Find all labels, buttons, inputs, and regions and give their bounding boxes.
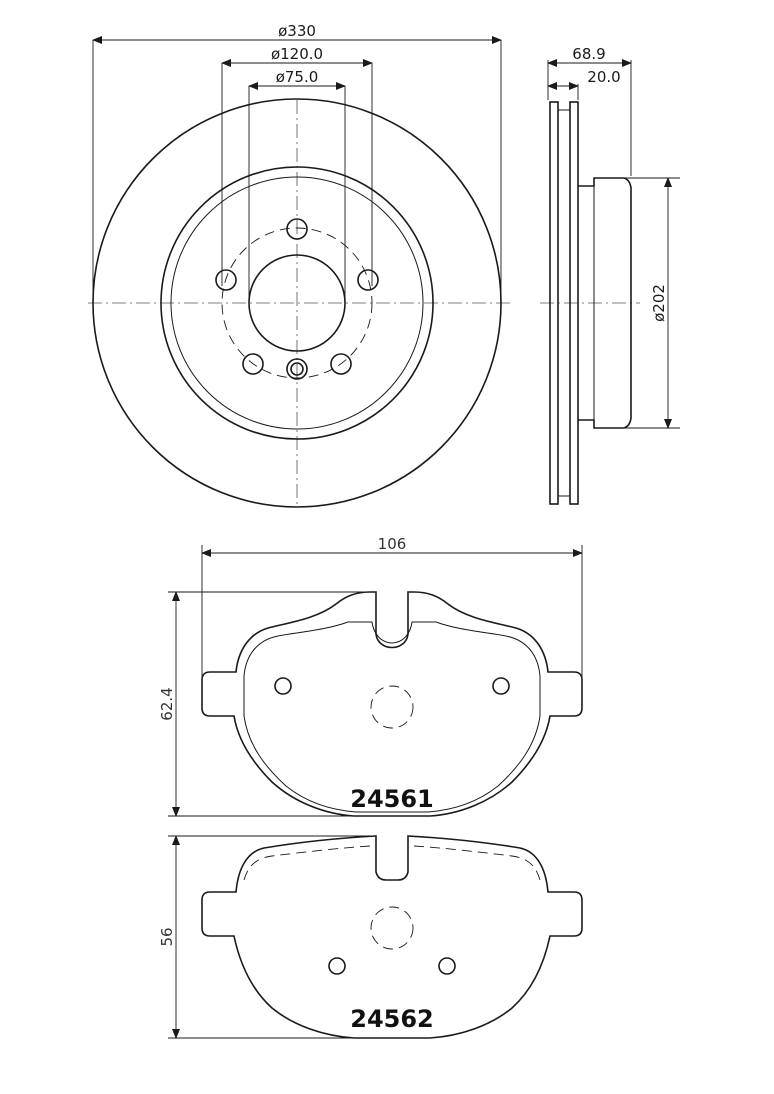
outer-diameter-label: ø330 [278,22,316,40]
bolt-circle [221,227,373,379]
locating-hole-outer [286,358,308,380]
bolt-hole-top [286,218,308,240]
side-dimensions: 68.9 20.0 ø202 [547,45,680,429]
pad1-pin-hole-right [492,677,510,695]
pad1-backing-plate [201,591,583,817]
pcd-label: ø120.0 [271,45,323,63]
pad2-pin-hole-right [438,957,456,975]
brake-pad-24562: 24562 [201,835,583,1039]
hat-section [578,177,632,429]
pad2-pin-hole-left [328,957,346,975]
inner-friction-ring [549,101,559,505]
pad-width-dimension: 106 [201,535,583,690]
pad2-friction-outline [243,845,541,881]
disc-side-view [540,101,640,505]
pad2-piston-circle [370,906,414,950]
thickness-label: 20.0 [587,68,620,86]
disc-dimensions: ø330 ø120.0 ø75.0 [92,22,502,306]
total-height-label: 68.9 [572,45,605,63]
pad-width-label: 106 [378,535,407,553]
pad1-pin-hole-left [274,677,292,695]
pad1-part-number: 24561 [350,785,434,813]
pad2-backing-plate [201,835,583,1039]
bolt-hole-lower-left [242,353,264,375]
hat-inner-circle [170,176,424,430]
center-bore [248,254,346,352]
bolt-hole-right [357,269,379,291]
brake-pad-24561: 24561 [201,591,583,817]
hat-outer-circle [160,166,434,440]
bolt-hole-left [215,269,237,291]
pad2-height-dimension: 56 [158,835,376,1039]
locating-hole-inner [290,362,304,376]
pad2-height-label: 56 [158,927,176,946]
center-bore-label: ø75.0 [276,68,319,86]
pad1-piston-circle [370,685,414,729]
disc-front-view [88,98,512,508]
bolt-hole-lower-right [330,353,352,375]
pad1-height-dimension: 62.4 [158,591,376,817]
pad2-part-number: 24562 [350,1005,434,1033]
pad1-friction-outline [243,621,541,813]
outer-friction-ring [569,101,579,505]
hat-diameter-label: ø202 [650,284,668,322]
pad1-height-label: 62.4 [158,687,176,720]
